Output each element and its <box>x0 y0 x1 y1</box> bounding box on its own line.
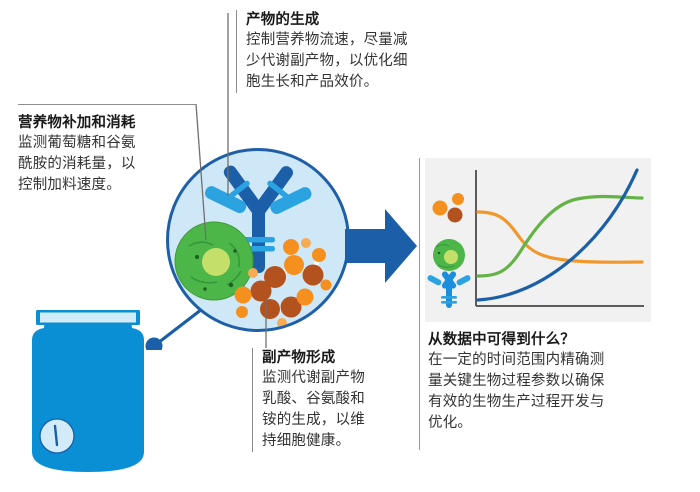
green-cell <box>174 221 254 301</box>
results-chart-panel <box>425 158 651 322</box>
callout-byproduct-line-4: 持细胞健康。 <box>262 433 351 449</box>
callout-insight-line-1: 在一定的时间范围内精确测 <box>428 352 605 368</box>
bioreactor-vessel <box>24 300 152 485</box>
callout-nutrient-body: 监测葡萄糖和谷氨 酰胺的消耗量，以 控制加料速度。 <box>18 133 196 196</box>
callout-nutrient-line-2: 酰胺的消耗量，以 <box>18 156 136 172</box>
callout-product-line-3: 胞生长和产品效价。 <box>246 74 379 90</box>
callout-product-body: 控制营养物流速，尽量减 少代谢副产物，以优化细 胞生长和产品效价。 <box>246 30 441 93</box>
magnifier-connector <box>145 304 207 350</box>
connector-line <box>153 304 207 348</box>
callout-byproduct: 副产物形成 监测代谢副产物 乳酸、谷氨酸和 铵的生成，以维 持细胞健康。 <box>252 348 422 452</box>
series-metabolite-curve <box>476 210 644 264</box>
bioreactor-svg <box>32 310 144 472</box>
callout-byproduct-body: 监测代谢副产物 乳酸、谷氨酸和 铵的生成，以维 持细胞健康。 <box>262 368 422 452</box>
magnifier-contents <box>174 165 332 328</box>
callout-product-line-2: 少代谢副产物，以优化细 <box>246 53 408 69</box>
series-antibody-curve <box>476 168 639 302</box>
legend-cell-icon <box>433 239 465 271</box>
callout-product: 产物的生成 控制营养物流速，尽量减 少代谢副产物，以优化细 胞生长和产品效价。 <box>236 10 441 93</box>
callout-byproduct-line-1: 监测代谢副产物 <box>262 370 365 386</box>
callout-product-title: 产物的生成 <box>246 12 320 28</box>
arrow-shape <box>345 209 417 283</box>
callout-insight-line-3: 有效的生物生产过程开发与 <box>428 394 605 410</box>
legend-antibody-icon <box>427 271 471 308</box>
process-parameter-chart <box>427 168 644 308</box>
callout-insight-title: 从数据中可得到什么？ <box>428 332 575 348</box>
callout-nutrient-line-1: 监测葡萄糖和谷氨 <box>18 135 136 151</box>
tank-lid-strip <box>40 312 136 323</box>
callout-byproduct-title: 副产物形成 <box>262 350 336 366</box>
series-cell-curve <box>476 194 644 278</box>
legend-molecule-dots-icon <box>432 193 464 223</box>
callout-nutrient-title: 营养物补加和消耗 <box>18 115 136 131</box>
callout-insight-body: 在一定的时间范围内精确测 量关键生物过程参数以确保 有效的生物生产过程开发与 优… <box>428 350 690 434</box>
right-section-rule <box>419 158 421 450</box>
gauge-needle <box>53 424 59 447</box>
callout-byproduct-line-3: 铵的生成，以维 <box>262 412 365 428</box>
callout-insight-line-4: 优化。 <box>428 415 473 431</box>
callout-nutrient: 营养物补加和消耗 监测葡萄糖和谷氨 酰胺的消耗量，以 控制加料速度。 <box>18 104 196 196</box>
callout-product-line-1: 控制营养物流速，尽量减 <box>246 32 408 48</box>
connector-dot <box>145 337 163 350</box>
callout-insight: 从数据中可得到什么？ 在一定的时间范围内精确测 量关键生物过程参数以确保 有效的… <box>428 330 690 434</box>
callout-nutrient-line-3: 控制加料速度。 <box>18 177 121 193</box>
callout-insight-line-2: 量关键生物过程参数以确保 <box>428 373 605 389</box>
process-flow-arrow <box>345 209 417 283</box>
callout-byproduct-line-2: 乳酸、谷氨酸和 <box>262 391 365 407</box>
